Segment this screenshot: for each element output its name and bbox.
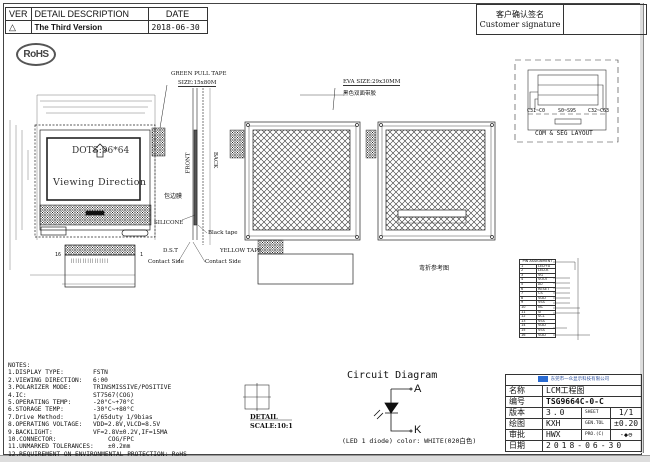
- front-view: [9, 84, 168, 288]
- tol-label: GEN.TOL: [581, 418, 611, 430]
- bend-view-caption: 弯折参考图: [419, 265, 450, 272]
- detail-label: DETAIL: [250, 413, 278, 421]
- note-item: 11.UNMARKED TOLERANCES:±0.2mm: [8, 443, 131, 451]
- version-label: 版本: [505, 407, 543, 419]
- detail-grid: [243, 383, 292, 421]
- black-tape-label: Black tape: [208, 230, 238, 236]
- customer-signature-field[interactable]: [563, 4, 647, 35]
- drawing-number: TSG9664C-0-C: [541, 396, 643, 408]
- note-item: 2.VIEWING DIRECTION:6:00: [8, 376, 108, 384]
- eva-size-label: EVA SIZE:29x30MM: [343, 79, 401, 86]
- note-item: 3.POLARIZER MODE:TRINSMISSIVE/POSITIVE: [8, 384, 172, 392]
- note-item: 7.Drive Method:1/65duty 1/9bias: [8, 413, 153, 421]
- notes-title: NOTES:: [8, 362, 31, 369]
- version-value: 3.0: [542, 407, 582, 419]
- green-pull-tape-label: GREEN PULL TAPE: [171, 71, 227, 77]
- note-item: 8.OPERATING VOLTAGE:VDD=2.8V,VLCD=8.5V: [8, 421, 161, 429]
- dots-label: DOTS:96*64: [72, 146, 130, 156]
- date-label: 日期: [505, 440, 543, 452]
- revision-table: VER DETAIL DESCRIPTION DATE △ The Third …: [5, 7, 208, 34]
- customer-signature-table: 客户确认签名 Customer signature: [476, 4, 647, 35]
- svg-text:||||||||||||||||: ||||||||||||||||: [70, 258, 109, 263]
- dst-label: D.S.T: [163, 248, 178, 254]
- com-seg-layout: [514, 59, 619, 143]
- frame-scrollbar: [640, 3, 644, 453]
- front-label: FRONT: [185, 152, 192, 174]
- pin-16-label: 16: [55, 252, 62, 258]
- eva-note-label: 黑色双面带胶: [343, 91, 377, 97]
- anode-label: A: [414, 383, 422, 395]
- approved-label: 审批: [505, 429, 543, 441]
- warning-triangle-icon: △: [5, 20, 32, 34]
- revision-date: 2018-06-30: [147, 20, 208, 34]
- edge-film-label: 包边膜: [164, 193, 183, 200]
- projection-symbol-icon: -◆⊖: [609, 429, 643, 441]
- contact-side-right-label: Contact Side: [205, 259, 241, 265]
- approved-value: HWX: [542, 429, 582, 441]
- led-diode-icon: [373, 387, 413, 433]
- green-pull-tape-size: SIZE:15x80M: [178, 80, 217, 87]
- pin-1-label: 1: [140, 252, 144, 258]
- circuit-caption: (LED 1 diode) color: WHITE(020白色): [342, 437, 477, 445]
- tol-value: ±0.20: [609, 418, 643, 430]
- com-seg-title: COM & SEG LAYOUT: [535, 130, 593, 137]
- side-view: [177, 88, 211, 263]
- customer-signature-en: Customer signature: [479, 19, 561, 29]
- bend-view: [365, 121, 496, 241]
- circuit-title: Circuit Diagram: [347, 370, 438, 381]
- projection-label: PRO.(C): [581, 429, 611, 441]
- drawn-value: KXH: [542, 418, 582, 430]
- drawing-name: LCM工程图: [541, 385, 643, 397]
- yellow-tape-label: YELLOW TAPE: [220, 248, 262, 254]
- com-left-label: C31~C0: [527, 108, 546, 114]
- sheet-label: SHEET: [581, 407, 611, 419]
- pin-schematic: [553, 258, 590, 340]
- viewing-direction-label: Viewing Direction: [53, 177, 147, 188]
- detail-scale: SCALE:10:1: [250, 422, 293, 430]
- note-item: 9.BACKLIGHT:VF=2.8V±0.2V,IF=15MA: [8, 428, 168, 436]
- customer-signature-cn: 客户确认签名: [496, 9, 544, 19]
- number-label: 编号: [505, 396, 543, 408]
- note-item: 10.CONNECTOR:COG/FPC: [8, 436, 135, 444]
- notes: NOTES: 1.DISPLAY TYPE:FSTN 2.VIEWING DIR…: [8, 362, 187, 458]
- note-item: 6.STORAGE TEMP:-30°C~+80°C: [8, 406, 134, 414]
- date-value: 2018-06-30: [541, 440, 643, 452]
- customer-signature-label: 客户确认签名 Customer signature: [476, 4, 564, 35]
- pin-name: VDD: [536, 332, 556, 339]
- note-item: 4.IC:ST7567(COG): [8, 391, 134, 399]
- note-item: 5.OPERATING TEMP:-20°C~+70°C: [8, 399, 134, 407]
- bottom-band: [0, 455, 650, 462]
- contact-side-left-label: Contact Side: [148, 259, 184, 265]
- name-label: 名称: [505, 385, 543, 397]
- pin-no: 16: [519, 332, 537, 339]
- company-logo: 东莞市一众显示科技有限公司: [504, 374, 643, 386]
- silicone-label: SILICONE: [154, 220, 184, 226]
- rohs-logo: RoHS: [16, 43, 56, 66]
- back-view: [229, 87, 361, 285]
- drawn-label: 绘图: [505, 418, 543, 430]
- seg-label: S0~S95: [558, 108, 577, 114]
- note-item: 12.REQUIREMENT ON ENVIRONMENTAL PROTECTI…: [8, 450, 187, 458]
- cathode-label: K: [414, 424, 422, 436]
- com-right-label: C32~C63: [588, 108, 610, 114]
- sheet-value: 1/1: [609, 407, 643, 419]
- note-item: 1.DISPLAY TYPE:FSTN: [8, 369, 108, 377]
- back-label: BACK: [212, 151, 219, 169]
- front-pin-numbers: ||||||||||||||||: [70, 258, 109, 263]
